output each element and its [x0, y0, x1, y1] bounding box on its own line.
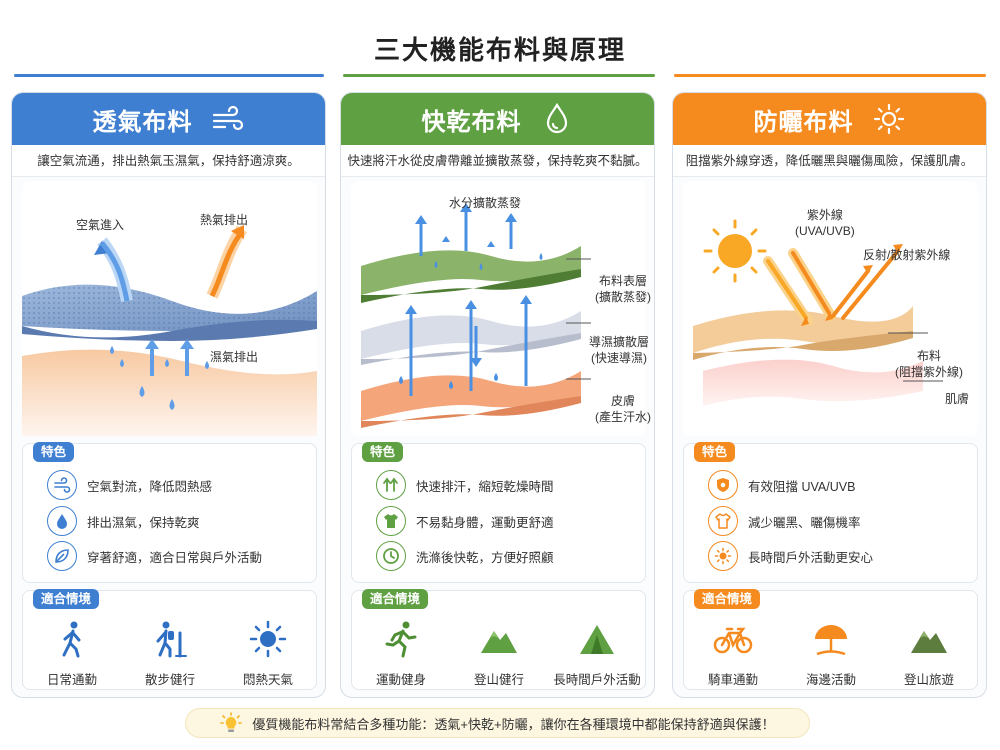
label-surface-layer: 布料表層(擴散蒸發) [595, 274, 651, 304]
features-box: 特色 空氣對流，降低悶熱感 排出濕氣，保持乾爽 穿著舒適，適合日常與戶外活動 [22, 442, 317, 583]
shield-icon [708, 470, 738, 500]
panel-quick-dry: 快乾布料 快速將汗水從皮膚帶離並擴散蒸發，保持乾爽不黏膩。 [340, 92, 655, 698]
label-air-in: 空氣進入 [76, 218, 125, 232]
label-uv: 紫外線(UVA/UVB) [795, 208, 855, 238]
scenario-item: 登山旅遊 [880, 619, 978, 688]
panel-breathable: 透氣布料 讓空氣流通，排出熱氣玉濕氣，保持舒適涼爽。 [11, 92, 326, 698]
panel-description: 讓空氣流通，排出熱氣玉濕氣，保持舒適涼爽。 [12, 145, 325, 177]
title-underline-orange [674, 74, 986, 77]
panel-title: 防曬布料 [753, 108, 854, 136]
droplet-icon [546, 102, 567, 134]
scenarios-badge: 適合情境 [694, 589, 761, 609]
leaf-icon [47, 541, 77, 571]
features-box: 特色 快速排汗，縮短乾燥時間 不易黏身體，運動更舒適 洗滌後快乾，方便好照顧 [351, 442, 646, 583]
scenario-item: 日常通勤 [23, 619, 121, 688]
features-badge: 特色 [362, 442, 404, 462]
panel-description: 快速將汗水從皮膚帶離並擴散蒸發，保持乾爽不黏膩。 [341, 145, 654, 177]
tshirt-icon [376, 506, 406, 536]
uv-protection-illustration: 紫外線(UVA/UVB) 反射/散射紫外線 布料(阻擋紫外線) 肌膚 [683, 181, 978, 436]
label-wicking-layer: 導濕擴散層(快速導濕) [589, 335, 650, 365]
feature-item: 穿著舒適，適合日常與戶外活動 [47, 541, 262, 571]
title-underline-blue [14, 74, 324, 77]
panel-uv-protection: 防曬布料 阻擋紫外線穿透，降低曬黑與曬傷風險，保護肌膚。 紫外線(UVA/UVB… [672, 92, 987, 698]
scenario-item: 登山健行 [450, 619, 548, 688]
clock-icon [376, 541, 406, 571]
scenario-item: 海邊活動 [782, 619, 880, 688]
label-skin: 皮膚(產生汗水) [595, 394, 651, 424]
mountain-icon [911, 631, 947, 653]
features-badge: 特色 [694, 442, 736, 462]
footer-tip: 優質機能布料常結合多種功能：透氣+快乾+防曬，讓你在各種環境中都能保持舒適與保護… [185, 708, 810, 738]
feature-item: 快速排汗，縮短乾燥時間 [376, 470, 554, 500]
scenarios-badge: 適合情境 [362, 589, 429, 609]
arrows-up-icon [376, 470, 406, 500]
sun-icon [873, 103, 904, 135]
label-evaporate: 水分擴散蒸發 [449, 196, 522, 210]
scenario-item: 運動健身 [352, 619, 450, 688]
walking-person-icon [62, 621, 81, 658]
scenario-item: 悶熱天氣 [219, 619, 317, 688]
panel-header: 防曬布料 [673, 93, 986, 145]
running-person-icon [385, 621, 417, 658]
label-skin: 肌膚 [945, 392, 970, 406]
label-reflect: 反射/散射紫外線 [863, 248, 951, 262]
feature-item: 長時間戶外活動更安心 [708, 541, 873, 571]
breathable-illustration: 空氣進入 熱氣排出 濕氣排出 [22, 181, 317, 436]
wind-icon [47, 470, 77, 500]
feature-item: 減少曬黑、曬傷機率 [708, 506, 861, 536]
feature-item: 洗滌後快乾，方便好照顧 [376, 541, 554, 571]
tent-icon [580, 625, 614, 654]
panel-header: 透氣布料 [12, 93, 325, 145]
lightbulb-icon [220, 712, 243, 732]
scenario-item: 散步健行 [121, 619, 219, 688]
features-box: 特色 有效阻擋 UVA/UVB 減少曬黑、曬傷機率 長時間戶外活動更安心 [683, 442, 978, 583]
panel-title: 透氣布料 [92, 108, 193, 136]
label-moisture-out: 濕氣排出 [210, 350, 259, 364]
page-title: 三大機能布料與原理 [373, 35, 626, 65]
panel-description: 阻擋紫外線穿透，降低曬黑與曬傷風險，保護肌膚。 [673, 145, 986, 177]
scenarios-box: 適合情境 日常通勤 散步健行 悶熱天氣 [22, 589, 317, 690]
bicycle-icon [713, 627, 753, 654]
scenarios-box: 適合情境 騎車通勤 海邊活動 登山旅遊 [683, 589, 978, 690]
droplet-icon [47, 506, 77, 536]
label-fabric: 布料(阻擋紫外線) [895, 349, 963, 379]
wind-icon [212, 105, 243, 131]
panel-title: 快乾布料 [421, 108, 522, 136]
sun-icon [708, 541, 738, 571]
mountain-icon [481, 631, 517, 653]
quick-dry-illustration: 水分擴散蒸發 布料表層(擴散蒸發) 導濕擴散層(快速導濕) 皮膚(產生汗水) [351, 181, 651, 436]
feature-item: 空氣對流，降低悶熱感 [47, 470, 212, 500]
tshirt-icon [708, 506, 738, 536]
beach-umbrella-icon [815, 625, 847, 656]
scenarios-badge: 適合情境 [33, 589, 100, 609]
features-badge: 特色 [33, 442, 75, 462]
label-heat-out: 熱氣排出 [200, 213, 249, 227]
scenarios-box: 適合情境 運動健身 登山健行 長時間戶外活動 [351, 589, 646, 690]
scenario-item: 騎車通勤 [684, 619, 782, 688]
feature-item: 不易黏身體，運動更舒適 [376, 506, 554, 536]
hiking-person-icon [156, 621, 187, 658]
footer-text: 優質機能布料常結合多種功能：透氣+快乾+防曬，讓你在各種環境中都能保持舒適與保護… [252, 716, 775, 732]
sun-icon [249, 620, 287, 658]
title-underline-green [343, 74, 655, 77]
feature-item: 排出濕氣，保持乾爽 [47, 506, 200, 536]
feature-item: 有效阻擋 UVA/UVB [708, 470, 855, 500]
panel-header: 快乾布料 [341, 93, 654, 145]
scenario-item: 長時間戶外活動 [548, 619, 646, 688]
